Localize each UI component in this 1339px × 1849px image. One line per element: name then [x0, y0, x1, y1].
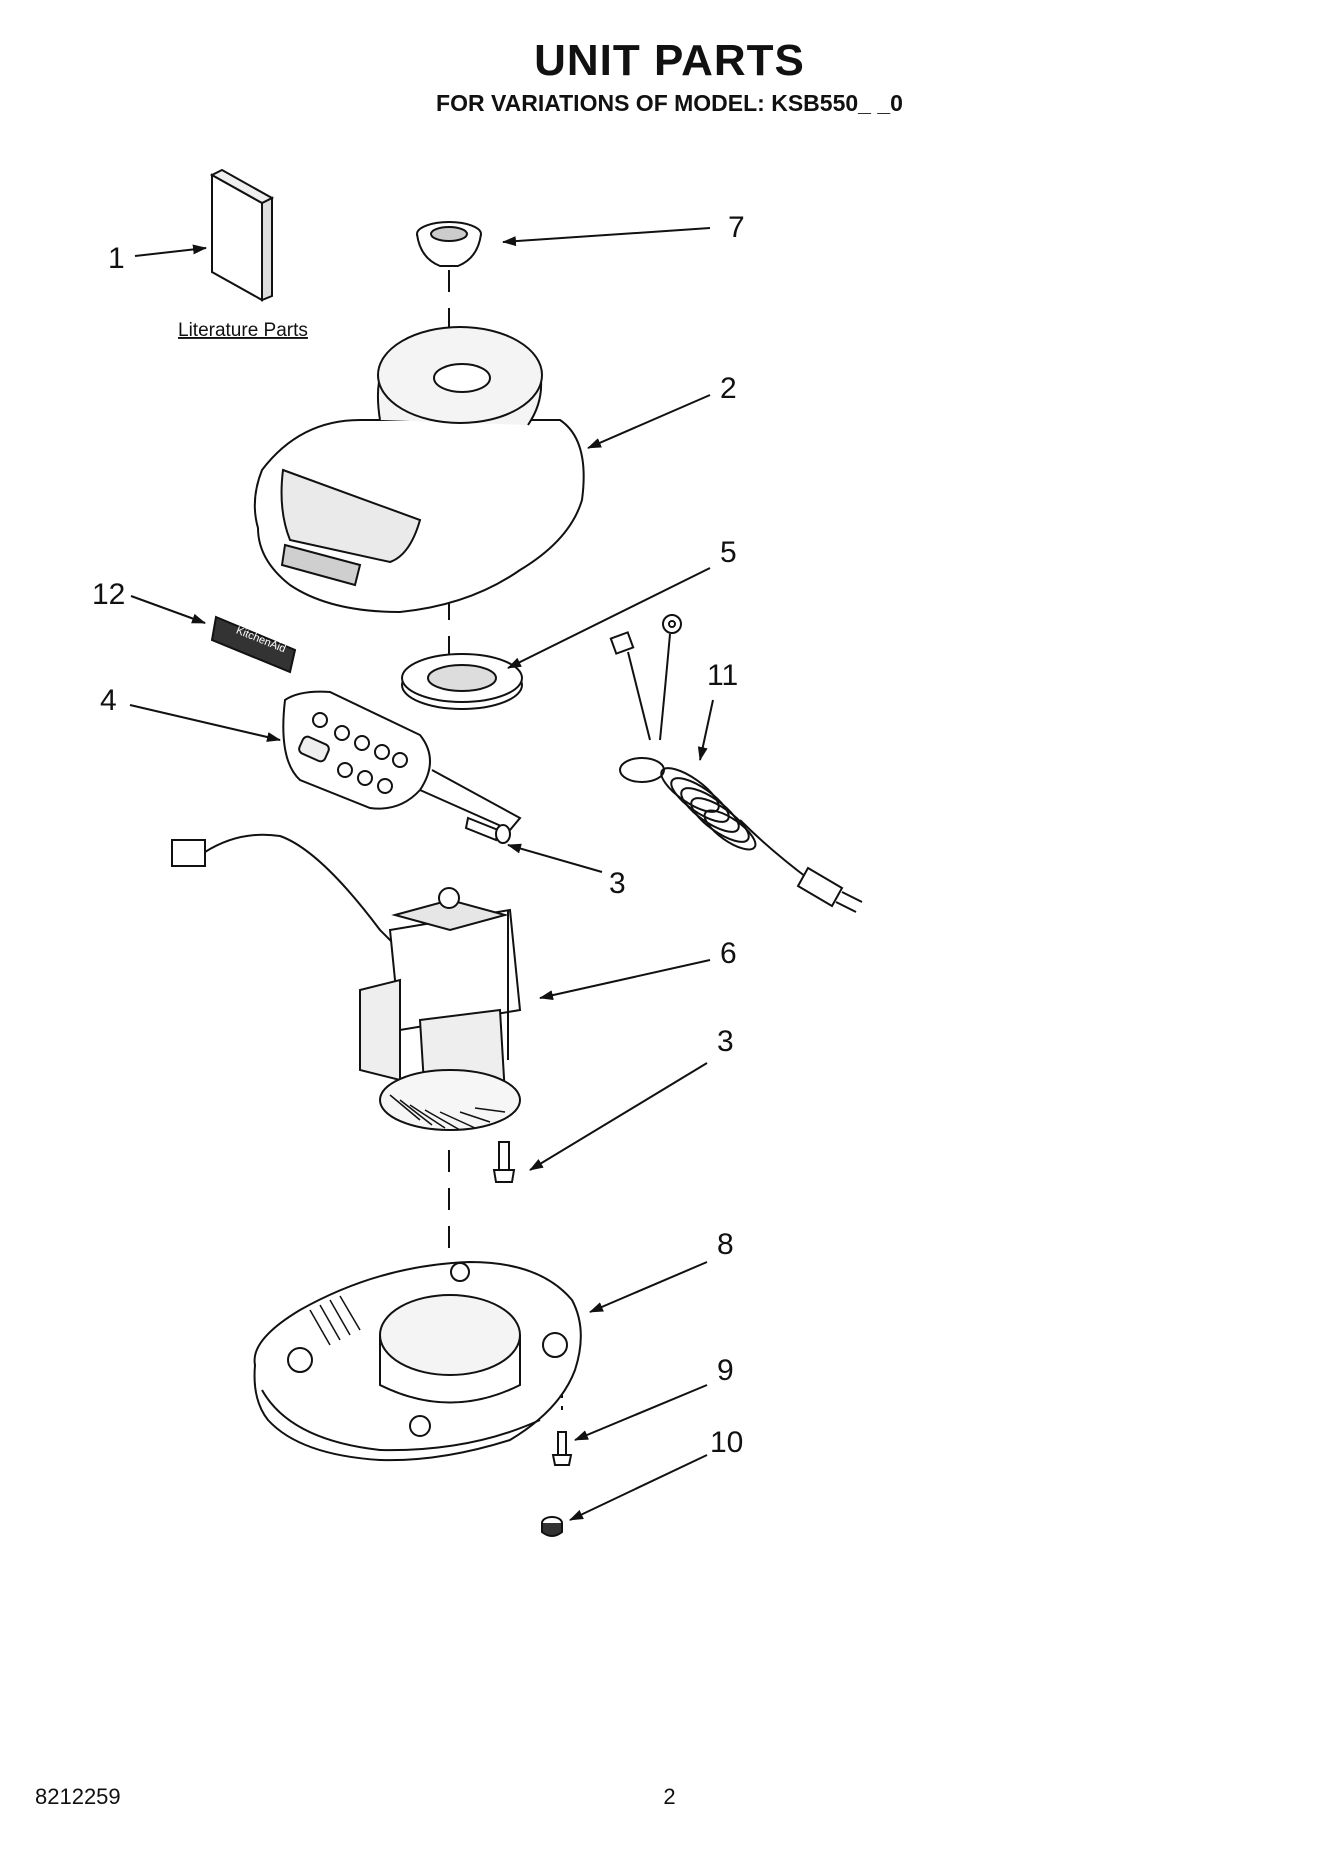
callout-7: 7: [728, 211, 745, 244]
callout-10: 10: [710, 1426, 743, 1459]
callout-6: 6: [720, 937, 737, 970]
callout-11: 11: [707, 659, 738, 692]
control-panel-part: [282, 690, 522, 832]
document-number: 8212259: [35, 1784, 121, 1809]
callout-5: 5: [720, 536, 737, 569]
screw-base-part: [551, 1431, 573, 1466]
callout-3-lower: 3: [717, 1025, 734, 1058]
callout-9: 9: [717, 1354, 734, 1387]
power-cord-part: [609, 614, 863, 913]
callout-3-upper: 3: [609, 867, 626, 900]
callout-numbers: 1 7 2 5 12 11 4 3 6 3 8 9 10: [92, 211, 745, 1459]
page-number: 2: [663, 1784, 676, 1809]
callout-12: 12: [92, 578, 125, 611]
drive-coupler-part: [416, 221, 482, 267]
rubber-foot-part: [541, 1516, 563, 1537]
callout-2: 2: [720, 372, 737, 405]
literature-booklet-part: [209, 168, 275, 302]
callout-1: 1: [108, 242, 125, 275]
screw-upper-part: [464, 816, 511, 844]
literature-parts-label: Literature Parts: [178, 320, 308, 341]
callout-8: 8: [717, 1228, 734, 1261]
page-title: UNIT PARTS: [534, 36, 805, 85]
base-plate-part: [253, 1260, 582, 1462]
callout-leaders: [129, 227, 714, 1521]
callout-4: 4: [100, 684, 117, 717]
motor-assembly-part: [171, 833, 522, 1131]
base-housing-part: [253, 326, 585, 614]
page-subtitle: FOR VARIATIONS OF MODEL: KSB550_ _0: [436, 90, 903, 116]
screw-lower-part: [492, 1141, 516, 1183]
gasket-ring-part: [401, 653, 523, 710]
emblem-badge-part: KitchenAid: [210, 615, 297, 674]
